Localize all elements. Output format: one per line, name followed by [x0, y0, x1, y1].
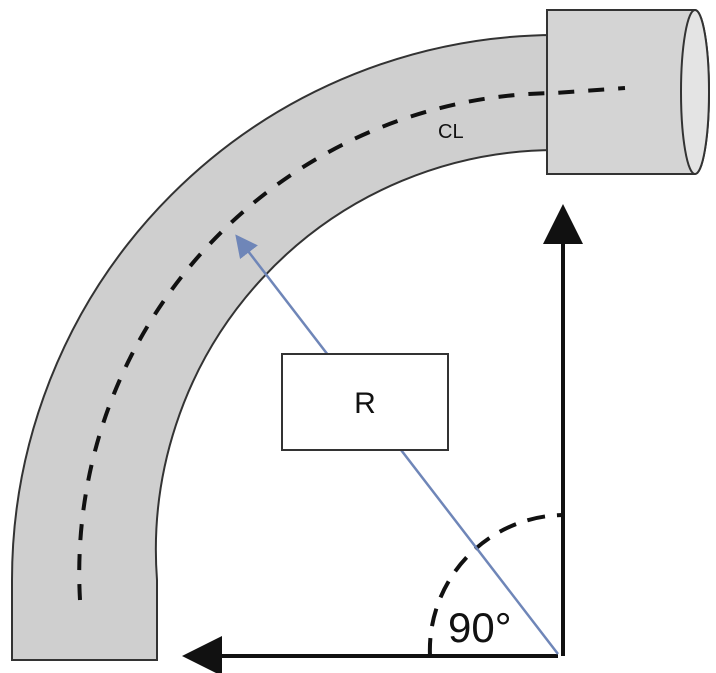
pipe-opening [680, 9, 710, 175]
radius-label: R [354, 387, 376, 420]
centerline-label: CL [438, 121, 464, 143]
pipe-bend-body [11, 33, 556, 661]
centerline-dashed [77, 86, 626, 601]
angle-label: 90° [448, 604, 512, 651]
angle-arc-dashed [427, 513, 564, 657]
radius-label-box [281, 353, 449, 451]
